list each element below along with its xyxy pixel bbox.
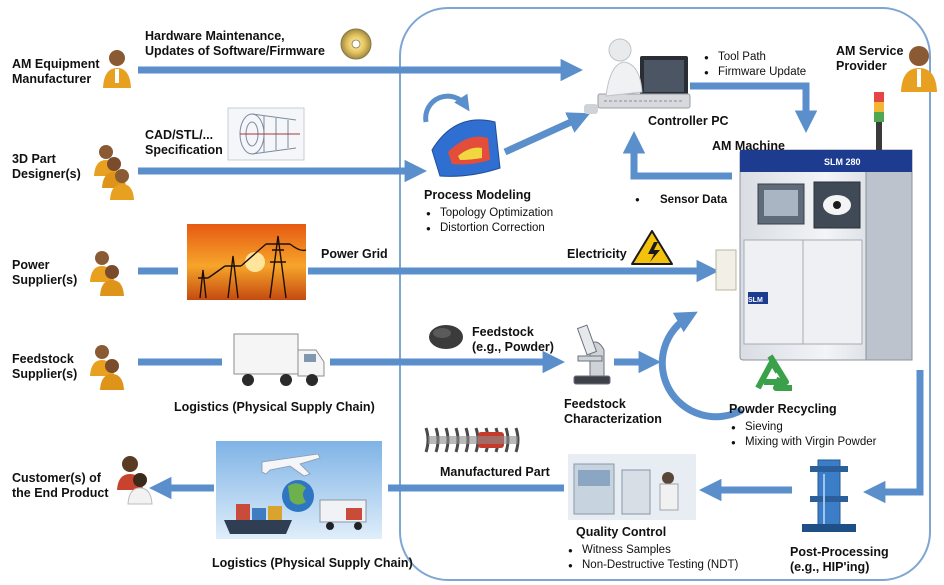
hardware-maintenance-label: Hardware Maintenance, Updates of Softwar… <box>145 29 325 58</box>
feedstock-characterization-title: Feedstock Characterization <box>564 397 662 426</box>
service-provider-person-icon <box>901 46 937 92</box>
power-grid-label: Power Grid <box>321 247 388 261</box>
quality-control-bullet: Witness Samples <box>566 543 738 558</box>
customer-people-icon <box>117 456 153 505</box>
am-manufacturer-label: AM Equipment Manufacturer <box>12 57 100 86</box>
am-machine-picture: SLM 280 SLM <box>715 92 913 361</box>
process-modeling-title: Process Modeling <box>424 188 531 202</box>
recycle-icon <box>755 354 792 391</box>
process-modeling-model <box>423 93 501 177</box>
cad-spec-label: CAD/STL/... Specification <box>145 128 223 157</box>
power-supplier-label: Power Supplier(s) <box>12 258 78 287</box>
powder-recycling-bullets: Sieving Mixing with Virgin Powder <box>729 420 876 450</box>
electricity-hazard-icon <box>631 230 673 265</box>
am-machine-title: AM Machine <box>712 139 785 153</box>
power-grid-picture <box>187 224 307 300</box>
flow-arrows <box>138 58 924 504</box>
am-manufacturer-person-icon <box>103 50 131 88</box>
power-supplier-people-icon <box>90 251 124 296</box>
microscope-picture <box>573 324 611 385</box>
cad-engine-drawing <box>227 107 305 161</box>
controller-pc-bullet: Tool Path <box>702 50 806 65</box>
arrow-sensor-data <box>622 131 732 180</box>
process-modeling-bullet: Distortion Correction <box>424 221 553 236</box>
process-modeling-bullets: Topology Optimization Distortion Correct… <box>424 206 553 236</box>
powder-recycling-title: Powder Recycling <box>729 402 837 416</box>
post-processing-title: Post-Processing (e.g., HIP'ing) <box>790 545 889 574</box>
quality-control-bullets: Witness Samples Non-Destructive Testing … <box>566 543 738 573</box>
controller-pc-bullet: Firmware Update <box>702 65 806 80</box>
customer-label: Customer(s) of the End Product <box>12 471 109 500</box>
service-provider-label: AM Service Provider <box>836 44 904 73</box>
powder-recycling-bullet: Mixing with Virgin Powder <box>729 435 876 450</box>
part-designer-label: 3D Part Designer(s) <box>12 152 81 181</box>
logistics-out-picture <box>216 441 382 539</box>
svg-text:SLM: SLM <box>748 297 763 304</box>
sensor-data-bullet: ● <box>635 195 640 204</box>
quality-control-bullet: Non-Destructive Testing (NDT) <box>566 558 738 573</box>
software-disc-icon <box>340 28 372 60</box>
part-designer-people-icon <box>94 145 134 200</box>
sensor-data-label: Sensor Data <box>660 194 728 206</box>
powder-feedstock-picture <box>429 325 463 349</box>
manufactured-part-picture <box>420 420 526 460</box>
arrow-modeling-to-pc <box>503 112 591 156</box>
controller-pc-picture <box>584 38 691 114</box>
arrow-machine-to-postprocessing <box>863 370 924 504</box>
feedstock-supplier-people-icon <box>90 345 124 390</box>
controller-pc-title: Controller PC <box>648 114 729 128</box>
svg-text:SLM 280: SLM 280 <box>824 157 861 167</box>
post-processing-picture <box>794 459 862 534</box>
arrow-recycling-loop <box>658 311 744 421</box>
truck-picture <box>233 333 325 386</box>
process-modeling-bullet: Topology Optimization <box>424 206 553 221</box>
logistics-in-label: Logistics (Physical Supply Chain) <box>174 400 375 414</box>
feedstock-label: Feedstock (e.g., Powder) <box>472 325 554 354</box>
powder-recycling-bullet: Sieving <box>729 420 876 435</box>
quality-control-picture <box>568 454 696 520</box>
service-provider-boundary <box>399 7 931 581</box>
quality-control-title: Quality Control <box>576 525 667 539</box>
logistics-out-label: Logistics (Physical Supply Chain) <box>212 556 413 570</box>
electricity-label: Electricity <box>567 247 627 261</box>
manufactured-part-label: Manufactured Part <box>440 465 550 479</box>
arrow-pc-to-machine <box>690 82 818 133</box>
feedstock-supplier-label: Feedstock Supplier(s) <box>12 352 78 381</box>
controller-pc-bullets: Tool Path Firmware Update <box>702 50 806 80</box>
